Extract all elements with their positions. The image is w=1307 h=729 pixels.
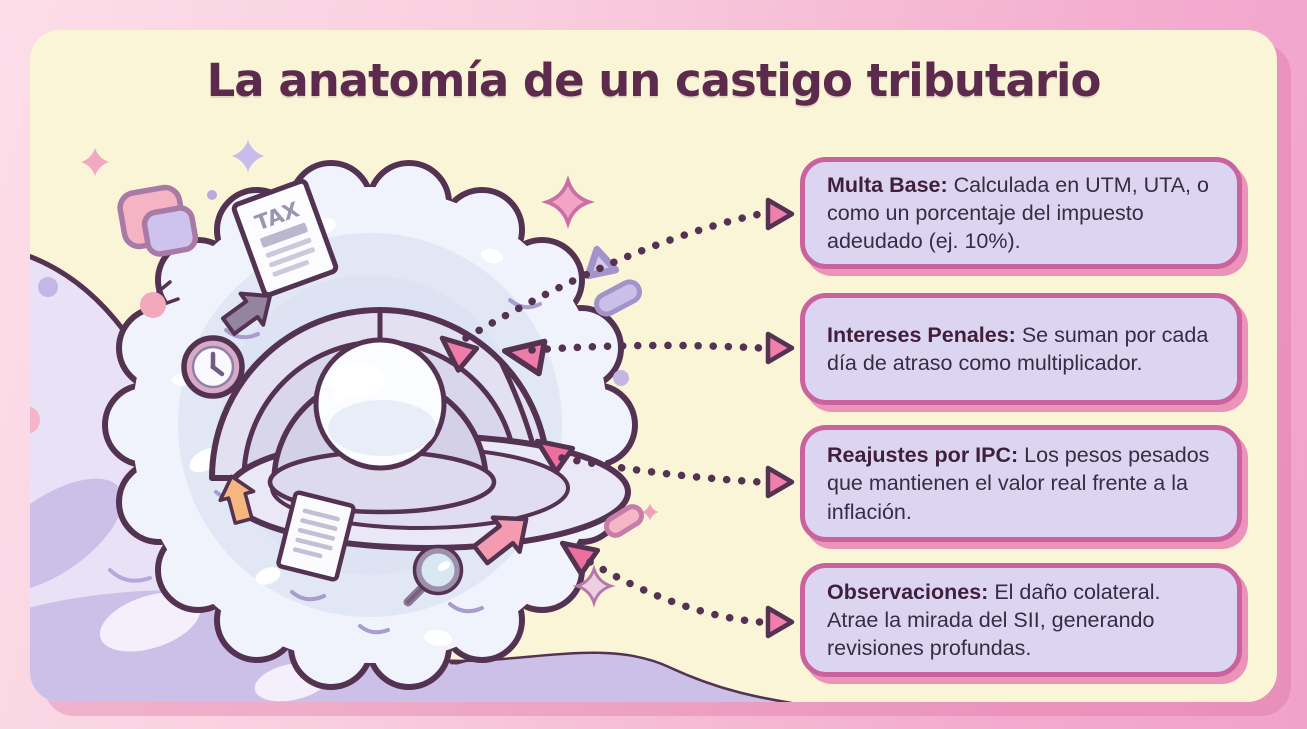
callout-observaciones: Observaciones: El daño colateral. Atrae …	[800, 563, 1242, 677]
callout-text: Observaciones: El daño colateral. Atrae …	[827, 578, 1215, 662]
callout-body: Calculada en UTM, UTA, o como un porcent…	[827, 172, 1209, 254]
decor-shapes	[30, 139, 659, 608]
callout-label: Reajustes por IPC:	[827, 443, 1019, 468]
connector-arrowheads	[765, 197, 795, 639]
triangle-blob-decor	[584, 245, 620, 280]
callout-label: Multa Base:	[827, 172, 948, 197]
connector-line-4	[586, 558, 764, 626]
capsule-decor	[594, 279, 642, 317]
sparkle-icon	[572, 564, 616, 608]
arrow-up-right-gray-icon	[220, 291, 273, 336]
sparkle-icon	[81, 148, 109, 176]
callout-body: El daño colateral. Atrae la mirada del S…	[827, 579, 1161, 661]
snowball-illustration: TAX	[30, 139, 802, 702]
arrowhead-icon	[765, 605, 795, 639]
arrowhead-icon	[765, 197, 795, 231]
tax-document-icon: TAX	[231, 178, 339, 298]
clock-icon	[181, 335, 245, 399]
sparkle-icon	[231, 139, 265, 173]
paper-icon	[276, 490, 356, 582]
arrowhead-icon	[765, 465, 795, 499]
content-panel: TAX	[30, 30, 1277, 702]
arrowhead-icon	[765, 331, 795, 365]
callout-text: Multa Base: Calculada en UTM, UTA, o com…	[827, 171, 1215, 255]
connector-line-2	[528, 341, 764, 354]
callout-body: Los pesos pesados que mantienen el valor…	[827, 443, 1210, 524]
callout-label: Observaciones:	[827, 579, 989, 604]
arrow-up-right-pink-icon	[471, 515, 529, 566]
callout-label: Intereses Penales:	[827, 322, 1016, 347]
callout-multa-base: Multa Base: Calculada en UTM, UTA, o com…	[800, 157, 1242, 269]
sparkle-icon	[541, 175, 595, 229]
snowball-cutaway: TAX	[102, 160, 638, 690]
callout-text: Reajustes por IPC: Los pesos pesados que…	[827, 441, 1215, 525]
sparkle-icon	[641, 503, 659, 521]
callout-intereses-penales: Intereses Penales: Se suman por cada día…	[800, 293, 1242, 405]
connector-line-1	[462, 210, 764, 342]
magnifier-icon	[403, 544, 464, 607]
page-title: La anatomía de un castigo tributario	[206, 54, 1102, 107]
callout-reajustes-ipc: Reajustes por IPC: Los pesos pesados que…	[800, 425, 1242, 542]
pink-capsule-decor	[604, 504, 644, 538]
callout-text: Intereses Penales: Se suman por cada día…	[827, 321, 1215, 377]
lavender-square-decor	[141, 205, 199, 257]
arrow-up-orange-icon	[218, 474, 256, 525]
connector-lines	[462, 210, 764, 626]
callout-body: Se suman por cada día de atraso como mul…	[827, 322, 1209, 375]
